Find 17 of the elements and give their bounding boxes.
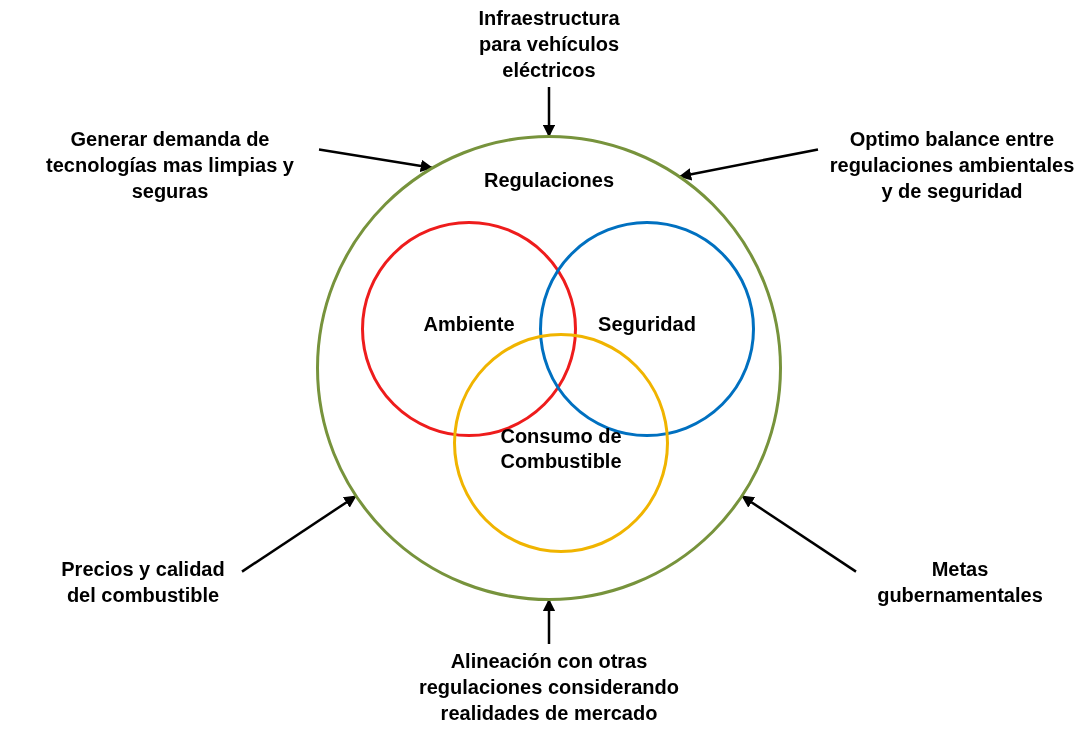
circle-label: Seguridad bbox=[598, 313, 696, 335]
venn-circle bbox=[453, 333, 669, 553]
factor-label: Generar demanda de tecnologías mas limpias y seguras bbox=[25, 126, 315, 204]
factor-label: Metas gubernamentales bbox=[860, 556, 1060, 608]
arrow bbox=[542, 87, 556, 138]
factor-label: Infraestructura para vehículos eléctricos bbox=[459, 5, 639, 83]
circle-label: Consumo de Combustible bbox=[500, 425, 622, 472]
circle-label: Ambiente bbox=[423, 313, 515, 335]
factor-label: Optimo balance entre regulaciones ambientales y de seguridad bbox=[822, 126, 1082, 204]
outer-circle bbox=[316, 135, 782, 601]
arrow bbox=[542, 598, 556, 644]
arrow bbox=[678, 148, 819, 181]
circle-label: Regulaciones bbox=[483, 169, 614, 191]
factor-label: Alineación con otras regulaciones considerando realidades de mercado bbox=[404, 648, 694, 726]
arrow bbox=[241, 495, 357, 573]
factor-label: Precios y calidad del combustible bbox=[48, 556, 238, 608]
arrow bbox=[741, 495, 857, 573]
